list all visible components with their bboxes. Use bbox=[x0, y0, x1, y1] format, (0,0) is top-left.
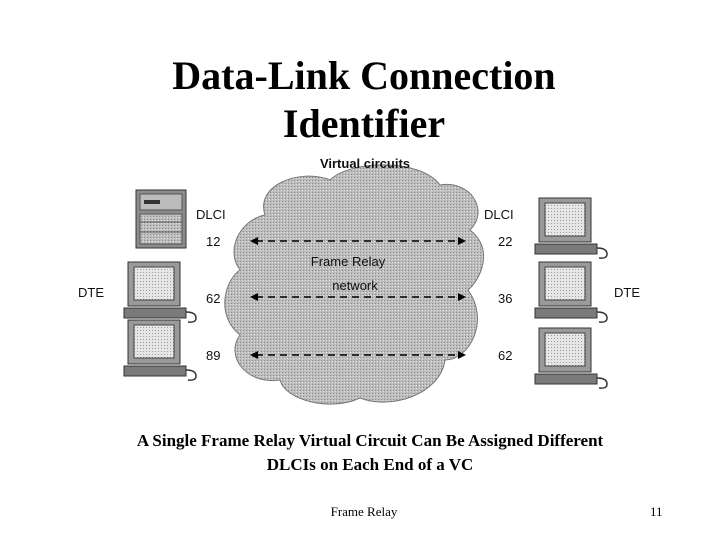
left-dlci-2: 62 bbox=[206, 291, 220, 306]
computer-icon bbox=[123, 319, 197, 381]
left-dlci-3: 89 bbox=[206, 348, 220, 363]
right-dlci-1: 22 bbox=[498, 234, 512, 249]
title-line-1: Data-Link Connection bbox=[172, 53, 556, 98]
computer-icon bbox=[534, 197, 608, 259]
slide-caption: A Single Frame Relay Virtual Circuit Can… bbox=[60, 429, 680, 477]
cloud-label-line2: network bbox=[332, 278, 378, 293]
left-dlci-header: DLCI bbox=[196, 207, 226, 222]
virtual-circuits-label: Virtual circuits bbox=[320, 156, 410, 171]
computer-icon bbox=[534, 327, 608, 389]
right-dlci-header: DLCI bbox=[484, 207, 514, 222]
caption-line-1: A Single Frame Relay Virtual Circuit Can… bbox=[136, 431, 604, 450]
slide-title: Data-Link Connection Identifier bbox=[0, 52, 728, 148]
caption-line-2: DLCIs on Each End of a VC bbox=[266, 455, 474, 474]
frame-relay-cloud bbox=[224, 164, 485, 405]
cloud-label-line1: Frame Relay bbox=[311, 254, 386, 269]
right-dte-label: DTE bbox=[614, 285, 640, 300]
left-dlci-1: 12 bbox=[206, 234, 220, 249]
virtual-circuit-lines bbox=[256, 240, 460, 356]
computer-icon bbox=[534, 261, 608, 323]
left-dte-label: DTE bbox=[78, 285, 104, 300]
page-number: 11 bbox=[650, 504, 663, 519]
right-dlci-2: 36 bbox=[498, 291, 512, 306]
title-line-2: Identifier bbox=[282, 101, 446, 146]
right-dlci-3: 62 bbox=[498, 348, 512, 363]
router-icon bbox=[135, 189, 187, 249]
footer-label: Frame Relay bbox=[330, 504, 398, 519]
computer-icon bbox=[123, 261, 197, 323]
vc-arrowheads bbox=[250, 237, 466, 359]
